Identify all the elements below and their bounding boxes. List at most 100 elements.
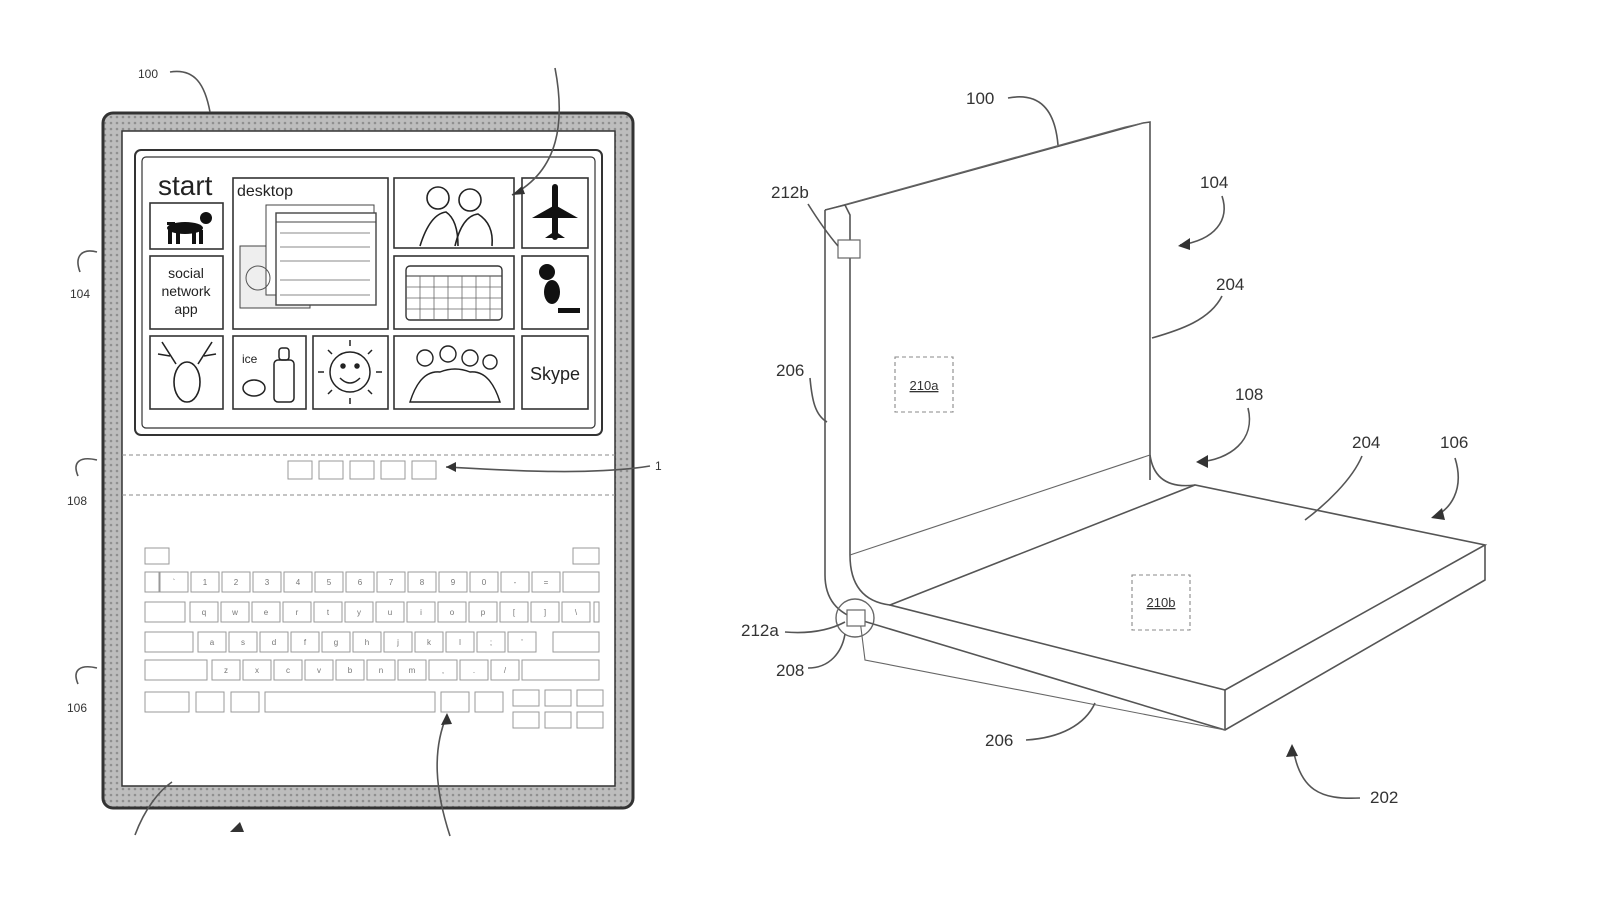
keyboard-key[interactable] xyxy=(366,659,396,681)
keyboard-modifier-key[interactable] xyxy=(144,547,170,565)
keyboard-key[interactable] xyxy=(531,571,561,593)
keyboard-key[interactable] xyxy=(428,659,458,681)
keyboard-key[interactable] xyxy=(383,631,413,653)
keyboard-key-label: 6 xyxy=(358,578,363,587)
keyboard-key[interactable] xyxy=(414,631,444,653)
keyboard-modifier-key[interactable] xyxy=(593,601,600,623)
ref-206-left: 206 xyxy=(776,361,804,380)
keyboard-key-label: u xyxy=(388,608,392,617)
keyboard-key[interactable] xyxy=(290,631,320,653)
toolbar-button-3[interactable] xyxy=(349,460,375,480)
keyboard-key[interactable] xyxy=(189,601,219,623)
leader-204-lower xyxy=(1304,455,1363,521)
keyboard-key[interactable] xyxy=(190,571,220,593)
keyboard-modifier-key[interactable] xyxy=(552,631,600,653)
smiling-sun-icon xyxy=(318,340,382,404)
arrowhead xyxy=(512,186,525,195)
keyboard-key[interactable] xyxy=(499,601,529,623)
toolbar-button-1[interactable] xyxy=(287,460,313,480)
keyboard-key[interactable] xyxy=(252,571,282,593)
keyboard-key[interactable] xyxy=(397,659,427,681)
keyboard-modifier-key[interactable] xyxy=(544,711,572,729)
keyboard-key[interactable] xyxy=(468,601,498,623)
keyboard-key[interactable] xyxy=(375,601,405,623)
keyboard-key[interactable] xyxy=(273,659,303,681)
keyboard-key[interactable] xyxy=(228,631,258,653)
keyboard-modifier-key[interactable] xyxy=(144,659,208,681)
keyboard-modifier-key[interactable] xyxy=(230,691,260,713)
toolbar-button-5[interactable] xyxy=(411,460,437,480)
keyboard-modifier-key[interactable] xyxy=(512,711,540,729)
keyboard-key-label: o xyxy=(450,608,455,617)
keyboard-key-label: 2 xyxy=(234,578,239,587)
keyboard-modifier-key[interactable] xyxy=(144,601,186,623)
keyboard-key[interactable] xyxy=(445,631,475,653)
keyboard-key[interactable] xyxy=(352,631,382,653)
arrowhead xyxy=(1178,238,1190,250)
deer-tile[interactable] xyxy=(149,335,224,410)
keyboard-key[interactable] xyxy=(507,631,537,653)
ref-204-upper: 204 xyxy=(1216,275,1244,294)
keyboard-key[interactable] xyxy=(530,601,560,623)
keyboard-modifier-key[interactable] xyxy=(576,689,604,707)
hinge-toolbar xyxy=(287,460,437,480)
keyboard-key[interactable] xyxy=(500,571,530,593)
keyboard-key[interactable] xyxy=(344,601,374,623)
keyboard-key[interactable] xyxy=(221,571,251,593)
keyboard-modifier-key[interactable] xyxy=(440,691,470,713)
keyboard-key[interactable] xyxy=(376,571,406,593)
keyboard-key[interactable] xyxy=(321,631,351,653)
couple-photo-tile[interactable] xyxy=(393,177,515,249)
social-network-app-tile[interactable] xyxy=(149,255,224,330)
keyboard-key[interactable] xyxy=(561,601,591,623)
leader-208 xyxy=(807,633,846,669)
keyboard-key[interactable] xyxy=(490,659,520,681)
keyboard-key-label: x xyxy=(255,666,259,675)
keyboard-modifier-key[interactable] xyxy=(144,631,194,653)
keyboard-key[interactable] xyxy=(345,571,375,593)
keyboard-modifier-key[interactable] xyxy=(544,689,572,707)
keyboard-key[interactable] xyxy=(313,601,343,623)
keyboard-modifier-key[interactable] xyxy=(474,691,504,713)
keyboard-modifier-key[interactable] xyxy=(195,691,225,713)
keyboard-key[interactable] xyxy=(242,659,272,681)
keyboard-key[interactable] xyxy=(437,601,467,623)
keyboard-key[interactable] xyxy=(438,571,468,593)
keyboard-key[interactable] xyxy=(282,601,312,623)
keyboard-modifier-key[interactable] xyxy=(521,659,600,681)
keyboard-key[interactable] xyxy=(259,631,289,653)
keyboard-key-label: j xyxy=(396,638,399,647)
keyboard-key[interactable] xyxy=(406,601,436,623)
keyboard-modifier-key[interactable] xyxy=(562,571,600,593)
toolbar-button-4[interactable] xyxy=(380,460,406,480)
keyboard-modifier-key[interactable] xyxy=(144,691,190,713)
keyboard-key[interactable] xyxy=(220,601,250,623)
keyboard-key[interactable] xyxy=(283,571,313,593)
keyboard-key[interactable] xyxy=(469,571,499,593)
ice-drink-tile[interactable] xyxy=(232,335,307,410)
shaker-icon xyxy=(242,347,295,403)
keyboard-key[interactable] xyxy=(251,601,281,623)
upper-panel-top-edge xyxy=(824,122,1144,211)
keyboard-key[interactable] xyxy=(314,571,344,593)
toolbar-button-2[interactable] xyxy=(318,460,344,480)
keyboard-modifier-key[interactable] xyxy=(512,689,540,707)
skype-tile[interactable] xyxy=(521,335,589,410)
keyboard-key[interactable] xyxy=(304,659,334,681)
keyboard-modifier-key[interactable] xyxy=(576,711,604,729)
keyboard-key-label: ; xyxy=(490,638,492,647)
sun-tile[interactable] xyxy=(312,335,389,410)
keyboard-key[interactable] xyxy=(459,659,489,681)
leader-106-right xyxy=(1432,457,1460,518)
keyboard-modifier-key[interactable] xyxy=(264,691,436,713)
keyboard-modifier-key[interactable] xyxy=(572,547,600,565)
keyboard-key[interactable] xyxy=(159,571,189,593)
keyboard-key[interactable] xyxy=(407,571,437,593)
keyboard-key[interactable] xyxy=(335,659,365,681)
keyboard-modifier-key[interactable] xyxy=(144,571,160,593)
keyboard-key[interactable] xyxy=(476,631,506,653)
keyboard-key[interactable] xyxy=(211,659,241,681)
device-perspective-view: 210a 210b 100 104 204 108 204 106 212b 2… xyxy=(741,89,1488,807)
keyboard-key[interactable] xyxy=(197,631,227,653)
